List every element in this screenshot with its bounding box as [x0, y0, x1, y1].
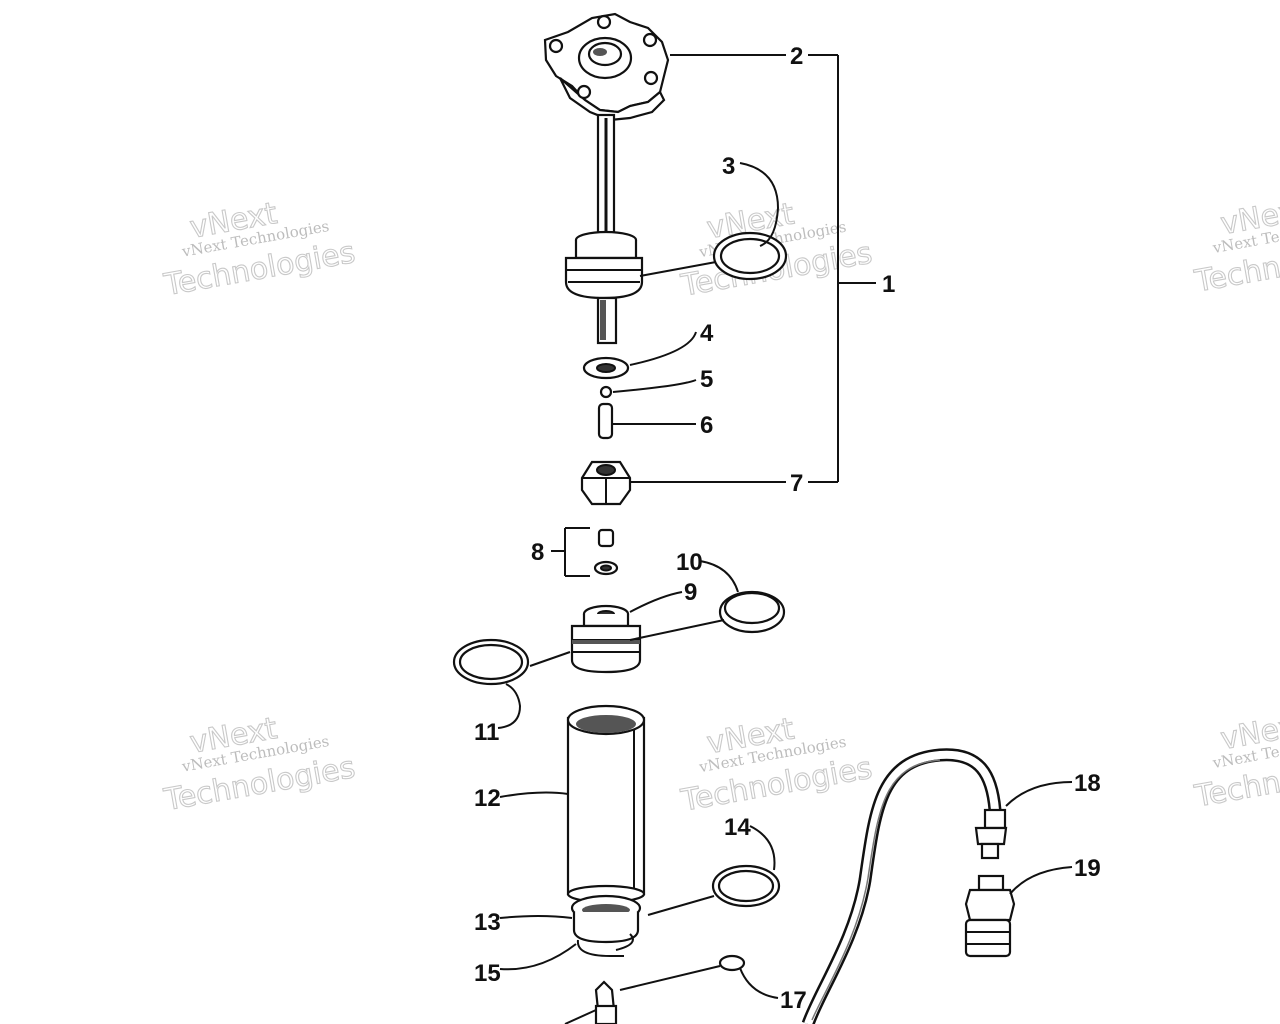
part-18-hose	[801, 748, 1008, 1024]
part-13-lower-cap	[570, 894, 642, 944]
callout-3: 3	[722, 153, 735, 180]
part-3-ring-inner	[719, 237, 781, 275]
watermark-left-bottom: vNext vNext Technologies Technologies	[160, 710, 358, 818]
callout-19: 19	[1074, 855, 1101, 882]
callouts: 1 2 3 4 5 6 7 8 9 10 11 12 13 14 15 17 1…	[474, 43, 1101, 1014]
watermark-center-bottom: vNext vNext Technologies Technologies	[677, 711, 875, 819]
watermark-right-top: vNext vNext Technologies Technologies	[1191, 192, 1280, 300]
callout-10: 10	[676, 549, 703, 576]
callout-2: 2	[790, 43, 803, 70]
callout-18: 18	[1074, 770, 1101, 797]
callout-7: 7	[790, 470, 803, 497]
part-9-piston	[570, 604, 642, 674]
part-15-clip	[576, 933, 634, 957]
part-11-ring-inner	[458, 643, 524, 681]
part-19-coupler	[964, 874, 1016, 958]
callout-12: 12	[474, 785, 501, 812]
callout-1: 1	[882, 271, 895, 298]
callout-11: 11	[474, 719, 499, 746]
part-6-pin	[597, 402, 614, 440]
part-10-ring-inner	[723, 591, 781, 625]
part-14-ring-inner	[717, 869, 775, 903]
part-4-washer-hole	[596, 363, 616, 373]
part-8-fittings	[593, 528, 619, 576]
callout-15: 15	[474, 960, 501, 987]
callout-13: 13	[474, 909, 501, 936]
callout-14: 14	[724, 814, 751, 841]
part-16-fitting	[594, 980, 618, 1024]
callout-17: 17	[780, 987, 807, 1014]
part-5-ball	[599, 385, 613, 399]
watermark-right-bottom: vNext vNext Technologies Technologies	[1191, 707, 1280, 815]
callout-5: 5	[700, 366, 713, 393]
callout-8: 8	[531, 539, 544, 566]
part-7-hex-nut	[580, 460, 632, 506]
part-17-o-ring	[718, 954, 746, 972]
part-1-upper-body	[564, 230, 644, 345]
part-12-cylinder	[566, 704, 646, 904]
callout-6: 6	[700, 412, 713, 439]
watermark-left-top: vNext vNext Technologies Technologies	[160, 195, 358, 303]
callout-4: 4	[700, 320, 714, 347]
part-2-knob	[543, 12, 670, 122]
leader-lines	[497, 54, 1073, 1024]
part-1-stem	[596, 113, 616, 242]
callout-9: 9	[684, 579, 697, 606]
